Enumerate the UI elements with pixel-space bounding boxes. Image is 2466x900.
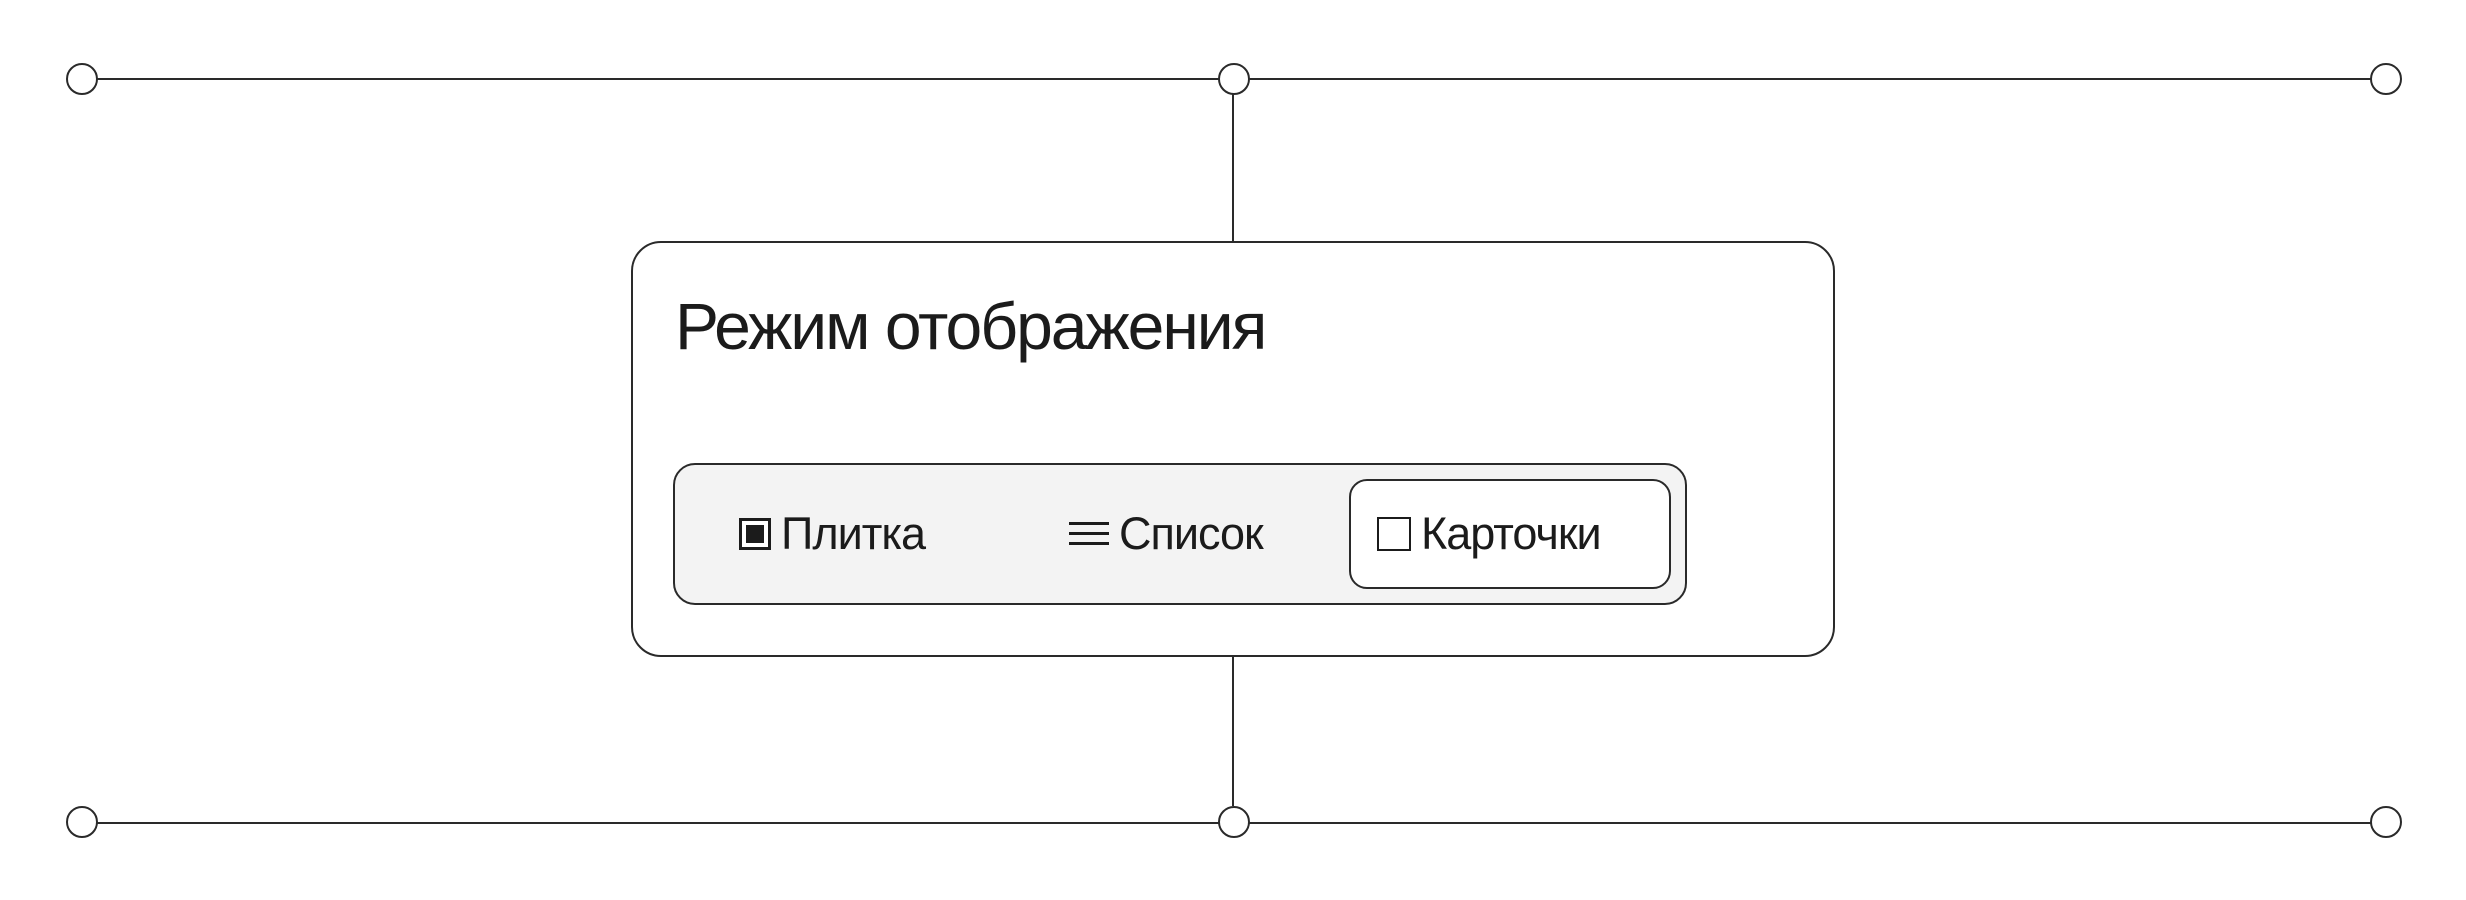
card-view-icon (1377, 517, 1411, 551)
view-option-list[interactable]: Список (1069, 479, 1264, 589)
top-left-node (66, 63, 98, 95)
bottom-center-node (1218, 806, 1250, 838)
view-mode-panel: Режим отображения Плитка Список Карточки (631, 241, 1835, 657)
view-mode-segmented-control: Плитка Список Карточки (673, 463, 1687, 605)
panel-title: Режим отображения (675, 289, 1267, 363)
top-right-node (2370, 63, 2402, 95)
bottom-left-node (66, 806, 98, 838)
top-center-node (1218, 63, 1250, 95)
tile-view-icon (739, 518, 771, 550)
view-option-tile[interactable]: Плитка (739, 479, 926, 589)
view-option-label: Плитка (781, 508, 926, 559)
bottom-right-node (2370, 806, 2402, 838)
top-vertical-connector (1232, 94, 1234, 242)
view-option-cards[interactable]: Карточки (1349, 479, 1671, 589)
view-option-label: Карточки (1421, 508, 1602, 559)
view-option-label: Список (1119, 508, 1264, 559)
list-view-icon (1069, 521, 1109, 547)
bottom-vertical-connector (1232, 656, 1234, 806)
